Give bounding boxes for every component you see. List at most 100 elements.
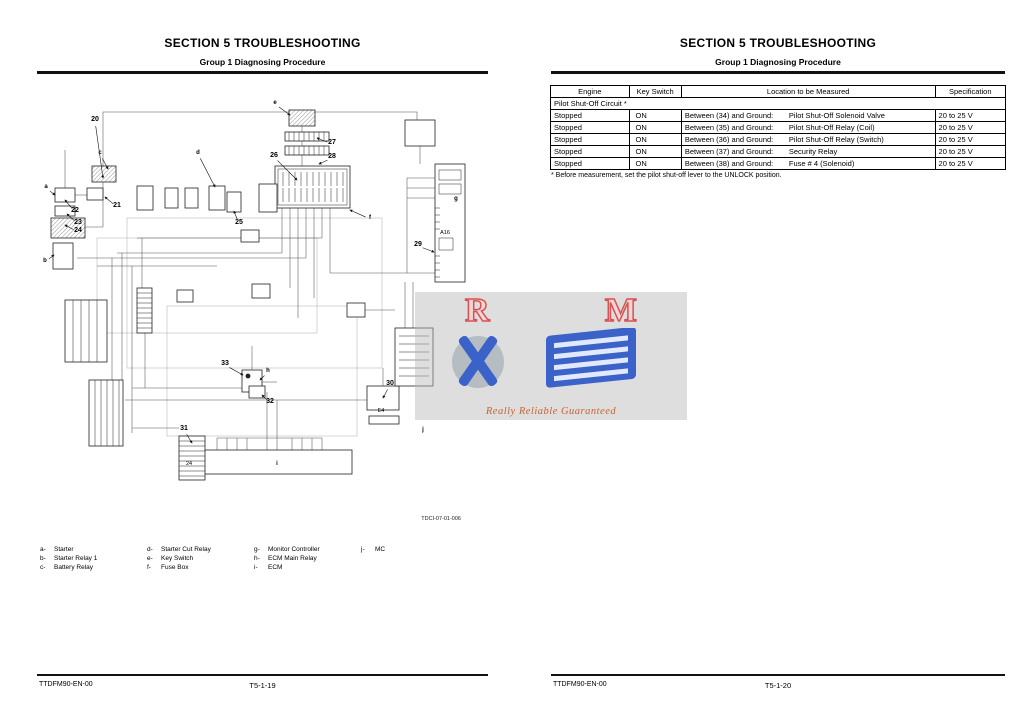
callout-leader-line [95, 125, 105, 179]
column-header: Engine [550, 85, 630, 98]
specification-cell: 20 to 25 V [934, 109, 1007, 122]
diagram-callout-26: 26 [270, 152, 278, 159]
column-header: Specification [934, 85, 1007, 98]
page-subtitle: Group 1 Diagnosing Procedure [715, 57, 841, 67]
diagram-boundaries [96, 217, 383, 437]
legend-item: h-ECM Main Relay [254, 555, 317, 562]
engine-cell: Stopped [550, 109, 630, 122]
callout-leader-line [278, 106, 291, 116]
figure-reference: TDCI-07-01-006 [421, 516, 461, 522]
footer-page-number: T5-1-19 [249, 681, 276, 690]
callout-leader-line [277, 160, 298, 181]
callout-leader-line [102, 158, 109, 170]
diagram-callout-30: 30 [386, 380, 394, 387]
diagram-callout-28: 28 [328, 153, 336, 160]
key-switch-cell: ON [628, 121, 682, 134]
callout-leader-line [64, 224, 74, 230]
callout-leader-line [318, 159, 328, 165]
location-cell: Between (36) and Ground:Pilot Shut-Off R… [680, 133, 936, 146]
specification-cell: 20 to 25 V [934, 157, 1007, 170]
legend-item: i-ECM [254, 564, 283, 571]
engine-cell: Stopped [550, 121, 630, 134]
section-label: Pilot Shut-Off Circuit * [550, 97, 1006, 110]
page-subtitle: Group 1 Diagnosing Procedure [199, 57, 326, 67]
diagram-callout-g: g [454, 196, 458, 202]
diagram-components [50, 109, 466, 481]
callout-leader-line [66, 213, 75, 221]
callout-leader-line [229, 367, 244, 376]
callout-leader-line [259, 375, 265, 381]
engine-cell: Stopped [550, 145, 630, 158]
diagram-callout-a: a [44, 184, 48, 190]
specification-cell: 20 to 25 V [934, 121, 1007, 134]
callout-leader-line [422, 247, 435, 253]
diagram-callout-31: 31 [180, 425, 188, 432]
page-left: SECTION 5 TROUBLESHOOTING Group 1 Diagno… [35, 0, 490, 727]
location-cell: Between (35) and Ground:Pilot Shut-Off R… [680, 121, 936, 134]
diagram-callout-24: 24 [74, 227, 82, 234]
table-footnote: * Before measurement, set the pilot shut… [551, 172, 782, 179]
diagram-callout-b: b [43, 258, 47, 264]
callout-leader-line [48, 254, 55, 260]
footer-rule [551, 674, 1005, 676]
location-cell: Between (38) and Ground:Fuse # 4 (Soleno… [680, 157, 936, 170]
diagram-callout-d: d [196, 150, 200, 156]
footer-doc-number: TTDFM90-EN-00 [553, 681, 607, 688]
key-switch-cell: ON [628, 145, 682, 158]
legend-item: f-Fuse Box [147, 564, 189, 571]
page-right: SECTION 5 TROUBLESHOOTING Group 1 Diagno… [549, 0, 1007, 727]
legend-item: c-Battery Relay [40, 564, 94, 571]
callout-leader-line [233, 210, 238, 220]
column-header: Location to be Measured [680, 85, 936, 98]
wiring-diagram-svg: 20ce272628d2122232425abf29A16g33h3230E43… [43, 100, 466, 481]
location-cell: Between (37) and Ground:Security Relay [680, 145, 936, 158]
diagram-wires [64, 111, 435, 450]
diagram-callout-e: e [273, 100, 277, 106]
diagram-callout-25: 25 [235, 219, 243, 226]
footer-page-number: T5-1-20 [764, 681, 792, 690]
key-switch-cell: ON [628, 157, 682, 170]
diagram-callout-32: 32 [266, 398, 274, 405]
key-switch-cell: ON [628, 133, 682, 146]
header-rule [37, 71, 488, 74]
diagram-callout-i: i [276, 461, 278, 467]
legend-item: a-Starter [40, 546, 74, 553]
legend-item: j-MC [361, 546, 386, 553]
diagram-callout-c: c [98, 150, 102, 156]
callout-leader-line [64, 199, 73, 209]
legend-item: b-Starter Relay 1 [40, 555, 98, 562]
diagram-callout-21: 21 [113, 202, 121, 209]
specification-cell: 20 to 25 V [934, 133, 1007, 146]
page-title: SECTION 5 TROUBLESHOOTING [164, 36, 361, 50]
diagram-callout-h: h [266, 368, 270, 374]
callout-leader-line [382, 389, 388, 399]
diagram-callout-24: 24 [186, 461, 192, 467]
specification-cell: 20 to 25 V [934, 145, 1007, 158]
callout-leader-line [261, 394, 267, 400]
callout-leader-line [349, 209, 366, 218]
callout-leader-line [200, 158, 216, 188]
legend-item: e-Key Switch [147, 555, 194, 562]
column-header: Key Switch [628, 85, 682, 98]
legend-item: g-Monitor Controller [254, 546, 320, 553]
diagram-callout-33: 33 [221, 360, 229, 367]
callout-leader-line [186, 434, 193, 444]
callout-leader-line [316, 137, 328, 143]
diagram-callout-A16: A16 [440, 230, 450, 236]
diagram-callout-27: 27 [328, 139, 336, 146]
table-section-row: Pilot Shut-Off Circuit * [550, 97, 1006, 110]
key-switch-cell: ON [628, 109, 682, 122]
diagram-legend: a-Starter b-Starter Relay 1 c-Battery Rela… [40, 545, 385, 572]
callout-leader-line [49, 190, 56, 196]
engine-cell: Stopped [550, 157, 630, 170]
